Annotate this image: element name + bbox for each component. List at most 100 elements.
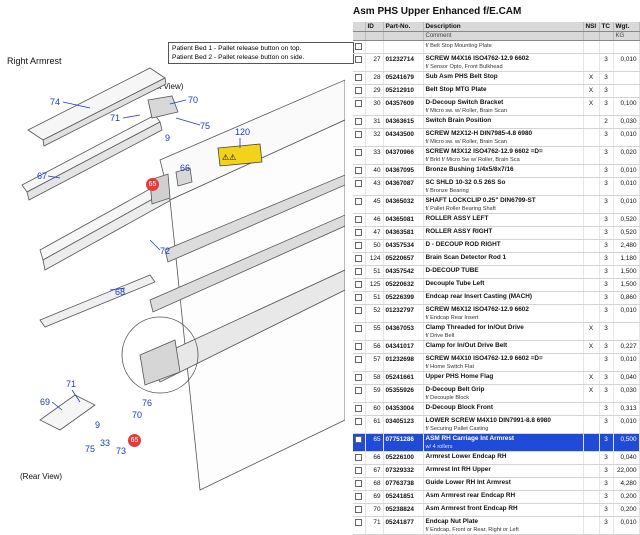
row-checkbox[interactable] (353, 384, 366, 403)
row-checkbox[interactable] (353, 433, 366, 452)
checkbox-icon[interactable] (355, 306, 362, 314)
row-checkbox[interactable] (353, 164, 366, 178)
checkbox-icon[interactable] (355, 73, 362, 81)
row-checkbox[interactable] (353, 322, 366, 341)
checkbox-icon[interactable] (355, 197, 362, 205)
row-checkbox[interactable] (353, 40, 366, 54)
checkbox-icon[interactable] (355, 55, 362, 63)
row-checkbox[interactable] (353, 340, 366, 354)
row-checkbox[interactable] (353, 278, 366, 292)
checkbox-icon[interactable] (355, 42, 362, 50)
checkbox-icon[interactable] (355, 148, 362, 156)
row-checkbox[interactable] (353, 53, 366, 72)
checkbox-icon[interactable] (355, 518, 362, 526)
row-checkbox[interactable] (353, 128, 366, 147)
row-checkbox[interactable] (353, 402, 366, 416)
checkbox-icon[interactable] (355, 280, 362, 288)
row-checkbox[interactable] (353, 252, 366, 266)
checkbox-icon[interactable] (355, 404, 362, 412)
checkbox-icon[interactable] (355, 86, 362, 94)
checkbox-icon[interactable] (355, 492, 362, 500)
checkbox-icon[interactable] (355, 99, 362, 107)
checkbox-icon[interactable] (355, 293, 362, 301)
checkbox-icon[interactable] (355, 417, 362, 425)
row-checkbox[interactable] (353, 71, 366, 85)
checkbox-icon[interactable] (355, 166, 362, 174)
checkbox-icon[interactable] (355, 453, 362, 461)
checkbox-icon[interactable] (355, 355, 362, 363)
checkbox-icon[interactable] (355, 241, 362, 249)
row-checkbox[interactable] (353, 213, 366, 227)
row-checkbox[interactable] (353, 226, 366, 240)
checkbox-icon[interactable] (355, 254, 362, 262)
checkbox-icon[interactable] (355, 324, 362, 332)
row-checkbox[interactable] (353, 97, 366, 116)
row-checkbox[interactable] (353, 265, 366, 279)
checkbox-icon[interactable] (355, 435, 362, 443)
checkbox-icon[interactable] (355, 505, 362, 513)
checkbox-icon[interactable] (355, 117, 362, 125)
checkbox-icon[interactable] (355, 215, 362, 223)
checkbox-icon[interactable] (355, 228, 362, 236)
row-checkbox[interactable] (353, 477, 366, 491)
row-checkbox[interactable] (353, 464, 366, 478)
row-checkbox[interactable] (353, 195, 366, 214)
row-checkbox[interactable] (353, 115, 366, 129)
checkbox-icon[interactable] (355, 179, 362, 187)
row-checkbox[interactable] (353, 451, 366, 465)
row-checkbox[interactable] (353, 415, 366, 434)
row-checkbox[interactable] (353, 239, 366, 253)
row-checkbox[interactable] (353, 291, 366, 305)
row-checkbox[interactable] (353, 490, 366, 504)
row-checkbox[interactable] (353, 503, 366, 517)
checkbox-icon[interactable] (355, 479, 362, 487)
row-checkbox[interactable] (353, 371, 366, 385)
checkbox-icon[interactable] (355, 130, 362, 138)
checkbox-icon[interactable] (355, 373, 362, 381)
row-checkbox[interactable] (353, 177, 366, 196)
row-checkbox[interactable] (353, 304, 366, 323)
checkbox-icon[interactable] (355, 342, 362, 350)
cell-desc: ROLLER ASSY LEFT (423, 213, 584, 227)
checkbox-icon[interactable] (355, 386, 362, 394)
row-checkbox[interactable] (353, 516, 366, 535)
checkbox-icon[interactable] (355, 466, 362, 474)
row-checkbox[interactable] (353, 84, 366, 98)
checkbox-icon[interactable] (355, 267, 362, 275)
table-row[interactable]: f/ Belt Stop Mounting Plate (353, 40, 640, 54)
row-checkbox[interactable] (353, 146, 366, 165)
row-checkbox[interactable] (353, 353, 366, 372)
